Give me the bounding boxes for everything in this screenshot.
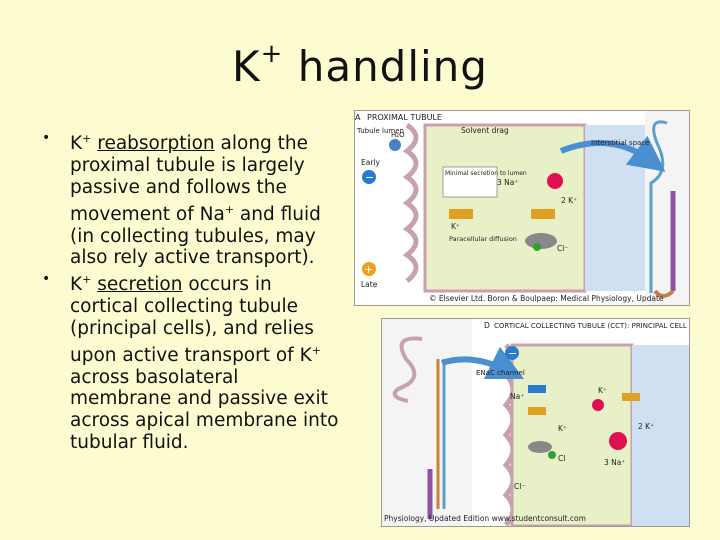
- cl-minus-label: Cl⁻: [557, 244, 568, 253]
- positive-charge-icon: [362, 262, 376, 276]
- water-droplets-icon: [389, 139, 401, 151]
- term-reabsorption: reabsorption: [97, 133, 215, 155]
- paracellular-diffusion-label: Paracellular diffusion: [449, 235, 517, 243]
- na-k-pump-icon: [592, 399, 604, 411]
- k-channel-apical-icon: [528, 407, 546, 415]
- figure-a-credit: © Elsevier Ltd. Boron & Boulpaep: Medica…: [429, 294, 664, 303]
- figure-d-credit: Physiology, Updated Edition www.studentc…: [384, 514, 586, 523]
- svg-text:−: −: [508, 347, 517, 360]
- slide-title: K+ handling: [232, 39, 488, 91]
- k-channel-icon: [449, 209, 473, 219]
- negative-charge-icon: [362, 170, 376, 184]
- k-plus-top-label: K⁺: [598, 386, 607, 395]
- k2-label: 2 K⁺: [638, 422, 654, 431]
- k-channel-basolateral-icon: [531, 209, 555, 219]
- bullet-list: •K+ reabsorption along the proximal tubu…: [30, 128, 340, 454]
- collecting-tubule-heading: CORTICAL COLLECTING TUBULE (CCT): PRINCI…: [494, 322, 687, 330]
- kcl-cotransporter-icon: [528, 441, 552, 453]
- cl-label: Cl: [558, 454, 565, 463]
- cl-minus-label: Cl⁻: [514, 482, 525, 491]
- water-label: H₂O: [391, 131, 405, 139]
- collecting-tubule-figure: − D CORTICAL COLLECTING TUBULE (CCT): PR…: [381, 318, 690, 527]
- enac-channel-label: ENaC channel: [476, 369, 525, 377]
- na3-label: 3 Na⁺: [604, 458, 625, 467]
- enac-channel-icon: [528, 385, 546, 393]
- negative-charge-icon: [505, 346, 519, 360]
- minimal-secretion-label: Minimal secretion to lumen: [445, 170, 527, 177]
- na-k-pump-icon: [547, 173, 563, 189]
- bullet-dot-icon: •: [42, 271, 51, 288]
- bullet-dot-icon: •: [42, 130, 51, 146]
- bullet-secretion: •K+ secretion occurs in cortical collect…: [42, 271, 339, 453]
- early-label: Early: [361, 158, 381, 167]
- tubule-lumen-label: Tubule lumen: [356, 127, 404, 135]
- interstitial-space-label: Interstitial space: [591, 139, 649, 147]
- term-secretion: secretion: [97, 274, 183, 296]
- proximal-tubule-diagram: − + A PROXIMAL TUBULE Tubule lumen H₂O S…: [355, 111, 689, 305]
- collecting-tubule-diagram: − D CORTICAL COLLECTING TUBULE (CCT): PR…: [382, 319, 689, 526]
- k2-label: 2 K⁺: [561, 196, 577, 205]
- k-channel-basolateral-icon: [622, 393, 640, 401]
- panel-letter-a: A: [355, 113, 361, 122]
- na3-label: 3 Na⁺: [497, 178, 518, 187]
- panel-letter-d: D: [484, 321, 490, 330]
- late-label: Late: [361, 280, 378, 289]
- na-plus-label: Na⁺: [510, 392, 524, 401]
- proximal-tubule-figure: − + A PROXIMAL TUBULE Tubule lumen H₂O S…: [354, 110, 690, 306]
- solvent-drag-label: Solvent drag: [461, 126, 509, 135]
- kcl-cotransporter-icon: [525, 233, 557, 249]
- bullet-reabsorption: •K+ reabsorption along the proximal tubu…: [42, 130, 321, 269]
- svg-text:+: +: [364, 263, 373, 276]
- na-k-atpase-icon: [609, 432, 627, 450]
- proximal-tubule-heading: PROXIMAL TUBULE: [367, 113, 442, 122]
- svg-text:−: −: [365, 171, 374, 184]
- k-plus-mid-label: K⁺: [558, 424, 567, 433]
- k-plus-label: K⁺: [451, 222, 460, 231]
